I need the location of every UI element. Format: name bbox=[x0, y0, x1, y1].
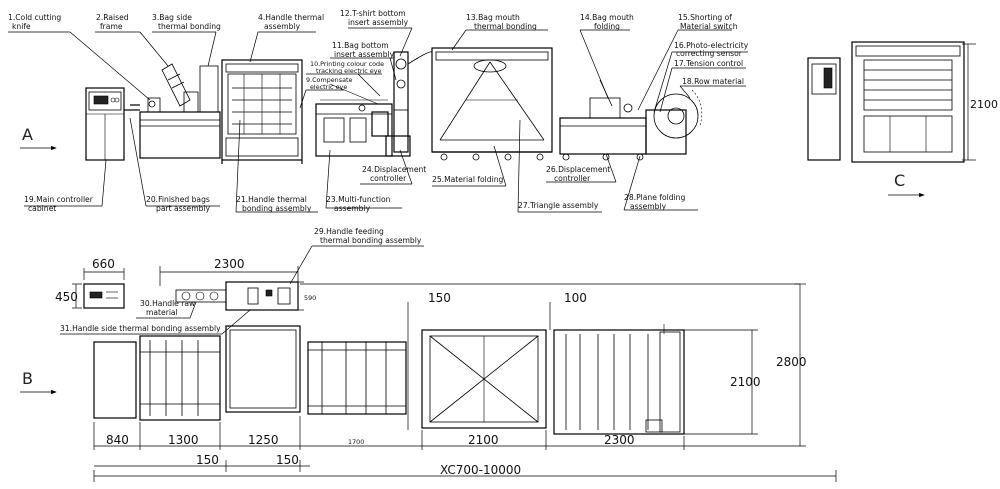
unwind-section bbox=[559, 79, 703, 161]
dim-c-height: 2100 bbox=[970, 98, 998, 111]
plan-unwind bbox=[553, 329, 685, 435]
view-label-a: A bbox=[22, 125, 33, 144]
dim-450: 450 bbox=[55, 290, 78, 304]
dim-2800: 2800 bbox=[776, 355, 807, 369]
plan-multi-function bbox=[307, 341, 407, 415]
dimension-labels: 660 450 2300 590 150 100 2100 2800 840 1… bbox=[55, 257, 807, 477]
dim-660: 660 bbox=[92, 257, 115, 271]
multi-function-assembly bbox=[315, 83, 393, 157]
dim-1250: 1250 bbox=[248, 433, 279, 447]
view-label-b: B bbox=[22, 369, 33, 388]
dim-100: 100 bbox=[564, 291, 587, 305]
label-tension-control: 17.Tension control bbox=[674, 59, 743, 68]
dim-590: 590 bbox=[304, 294, 316, 302]
dim-2100-b: 2100 bbox=[730, 375, 761, 389]
plan-controller-cabinet bbox=[83, 283, 125, 309]
view-a-front-elevation: A bbox=[20, 47, 703, 164]
view-label-c: C bbox=[894, 171, 905, 190]
dim-1700: 1700 bbox=[348, 438, 364, 446]
raised-frame bbox=[130, 63, 221, 159]
label-triangle-assembly: 27.Triangle assembly bbox=[518, 201, 599, 210]
dim-840: 840 bbox=[106, 433, 129, 447]
plan-handle-bonding bbox=[225, 325, 301, 413]
view-b-plan: B bbox=[20, 266, 837, 482]
main-controller-cabinet bbox=[85, 87, 140, 161]
view-c-side-elevation: 2100 C bbox=[807, 41, 998, 198]
plan-handle-feeding bbox=[225, 281, 299, 311]
dim-2300: 2300 bbox=[604, 433, 635, 447]
dim-2100: 2100 bbox=[468, 433, 499, 447]
dim-2300-top: 2300 bbox=[214, 257, 245, 271]
dim-150-b: 150 bbox=[276, 453, 299, 467]
label-handle-side-thermal-bonding: 31.Handle side thermal bonding assembly bbox=[60, 324, 221, 333]
triangle-folding-frame bbox=[431, 47, 553, 161]
label-material-folding: 25.Material folding bbox=[432, 175, 504, 184]
dim-150-a: 150 bbox=[196, 453, 219, 467]
dim-1300: 1300 bbox=[168, 433, 199, 447]
plan-side-bonding bbox=[139, 335, 221, 421]
label-row-material: 18.Row material bbox=[682, 77, 744, 86]
dim-total: XC700-10000 bbox=[440, 463, 521, 477]
handle-thermal-assembly bbox=[221, 59, 303, 164]
dim-150-top: 150 bbox=[428, 291, 451, 305]
plan-finished-bags bbox=[93, 341, 137, 419]
plan-triangle bbox=[421, 329, 547, 429]
